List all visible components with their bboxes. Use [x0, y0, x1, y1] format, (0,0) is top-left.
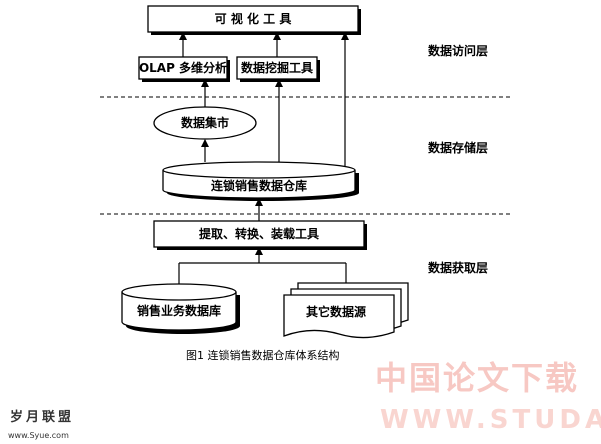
edge-sources-etl	[178, 247, 347, 284]
etl-label: 提取、转换、装载工具	[199, 226, 319, 241]
mining-label: 数据挖掘工具	[241, 60, 313, 75]
warehouse-node: 连锁销售数据仓库	[162, 161, 359, 201]
datamart-node: 数据集市	[153, 106, 257, 140]
layer-acquisition-label: 数据获取层	[428, 260, 488, 275]
olap-label: OLAP 多维分析	[139, 60, 227, 75]
watermark-logo: 岁月联盟	[10, 409, 74, 425]
warehouse-label: 连锁销售数据仓库	[211, 178, 307, 193]
etl-node: 提取、转换、装载工具	[153, 220, 367, 250]
figure-caption: 图1 连锁销售数据仓库体系结构	[186, 348, 340, 362]
sales-db-label: 销售业务数据库	[137, 303, 221, 318]
layer-access-label: 数据访问层	[428, 43, 488, 58]
datamart-label: 数据集市	[181, 115, 229, 130]
other-source-node: 其它数据源	[283, 282, 409, 339]
watermark-main: 中国论文下载	[375, 359, 579, 397]
visual-tool-label: 可 视 化 工 具	[215, 11, 292, 26]
other-source-label: 其它数据源	[306, 304, 366, 319]
sales-db-node: 销售业务数据库	[121, 283, 240, 334]
olap-node: OLAP 多维分析	[138, 56, 230, 82]
layer-storage-label: 数据存储层	[428, 140, 488, 155]
mining-node: 数据挖掘工具	[236, 56, 320, 82]
watermark-sub: WWW.STUDA.	[380, 405, 601, 435]
watermark-logo-url: www.Syue.com	[8, 431, 69, 440]
visual-tool-node: 可 视 化 工 具	[147, 5, 361, 35]
